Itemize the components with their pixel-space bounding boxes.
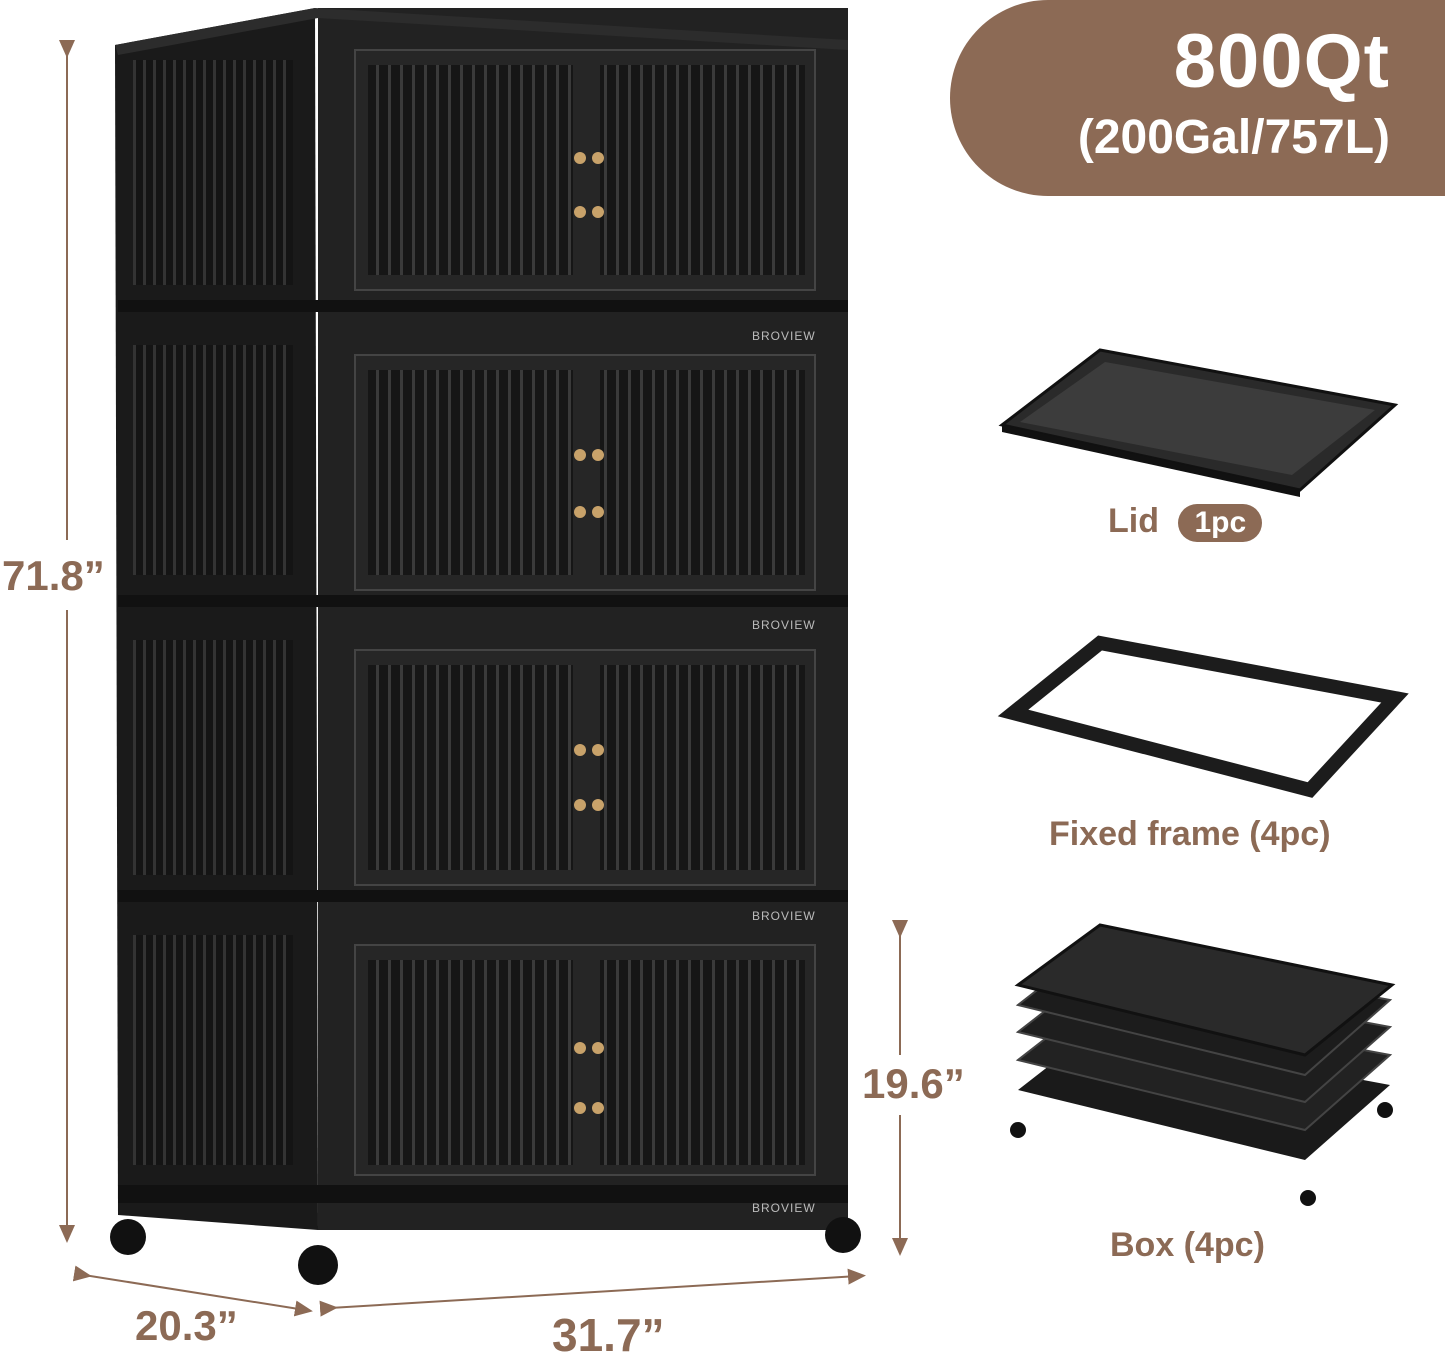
box-height-dimension: 19.6”	[862, 1060, 965, 1107]
lid-qty-badge: 1pc	[1178, 504, 1263, 542]
height-dimension: 71.8”	[2, 552, 105, 599]
boxes-illustration	[1010, 923, 1396, 1206]
frame-label: Fixed frame (4pc)	[1049, 815, 1331, 853]
capacity-main: 800Qt	[1173, 19, 1390, 104]
width-dimension-line	[319, 1268, 866, 1317]
box-label: Box (4pc)	[1110, 1226, 1265, 1264]
brand-logo-1: BROVIEW	[752, 329, 816, 343]
brand-logo-3: BROVIEW	[752, 909, 816, 923]
capacity-sub: (200Gal/757L)	[1077, 111, 1390, 164]
lid-label: Lid 1pc	[1108, 502, 1263, 542]
storage-cabinet	[110, 8, 861, 1285]
capacity-badge: 800Qt (200Gal/757L)	[950, 0, 1445, 196]
lid-name: Lid	[1108, 502, 1159, 540]
lid-illustration	[998, 348, 1399, 497]
width-dimension: 31.7”	[552, 1309, 665, 1361]
brand-logo-4: BROVIEW	[752, 1201, 816, 1215]
depth-dimension-line	[72, 1265, 313, 1317]
depth-dimension: 20.3”	[135, 1302, 238, 1349]
frame-illustration	[997, 635, 1409, 798]
brand-logo-2: BROVIEW	[752, 618, 816, 632]
